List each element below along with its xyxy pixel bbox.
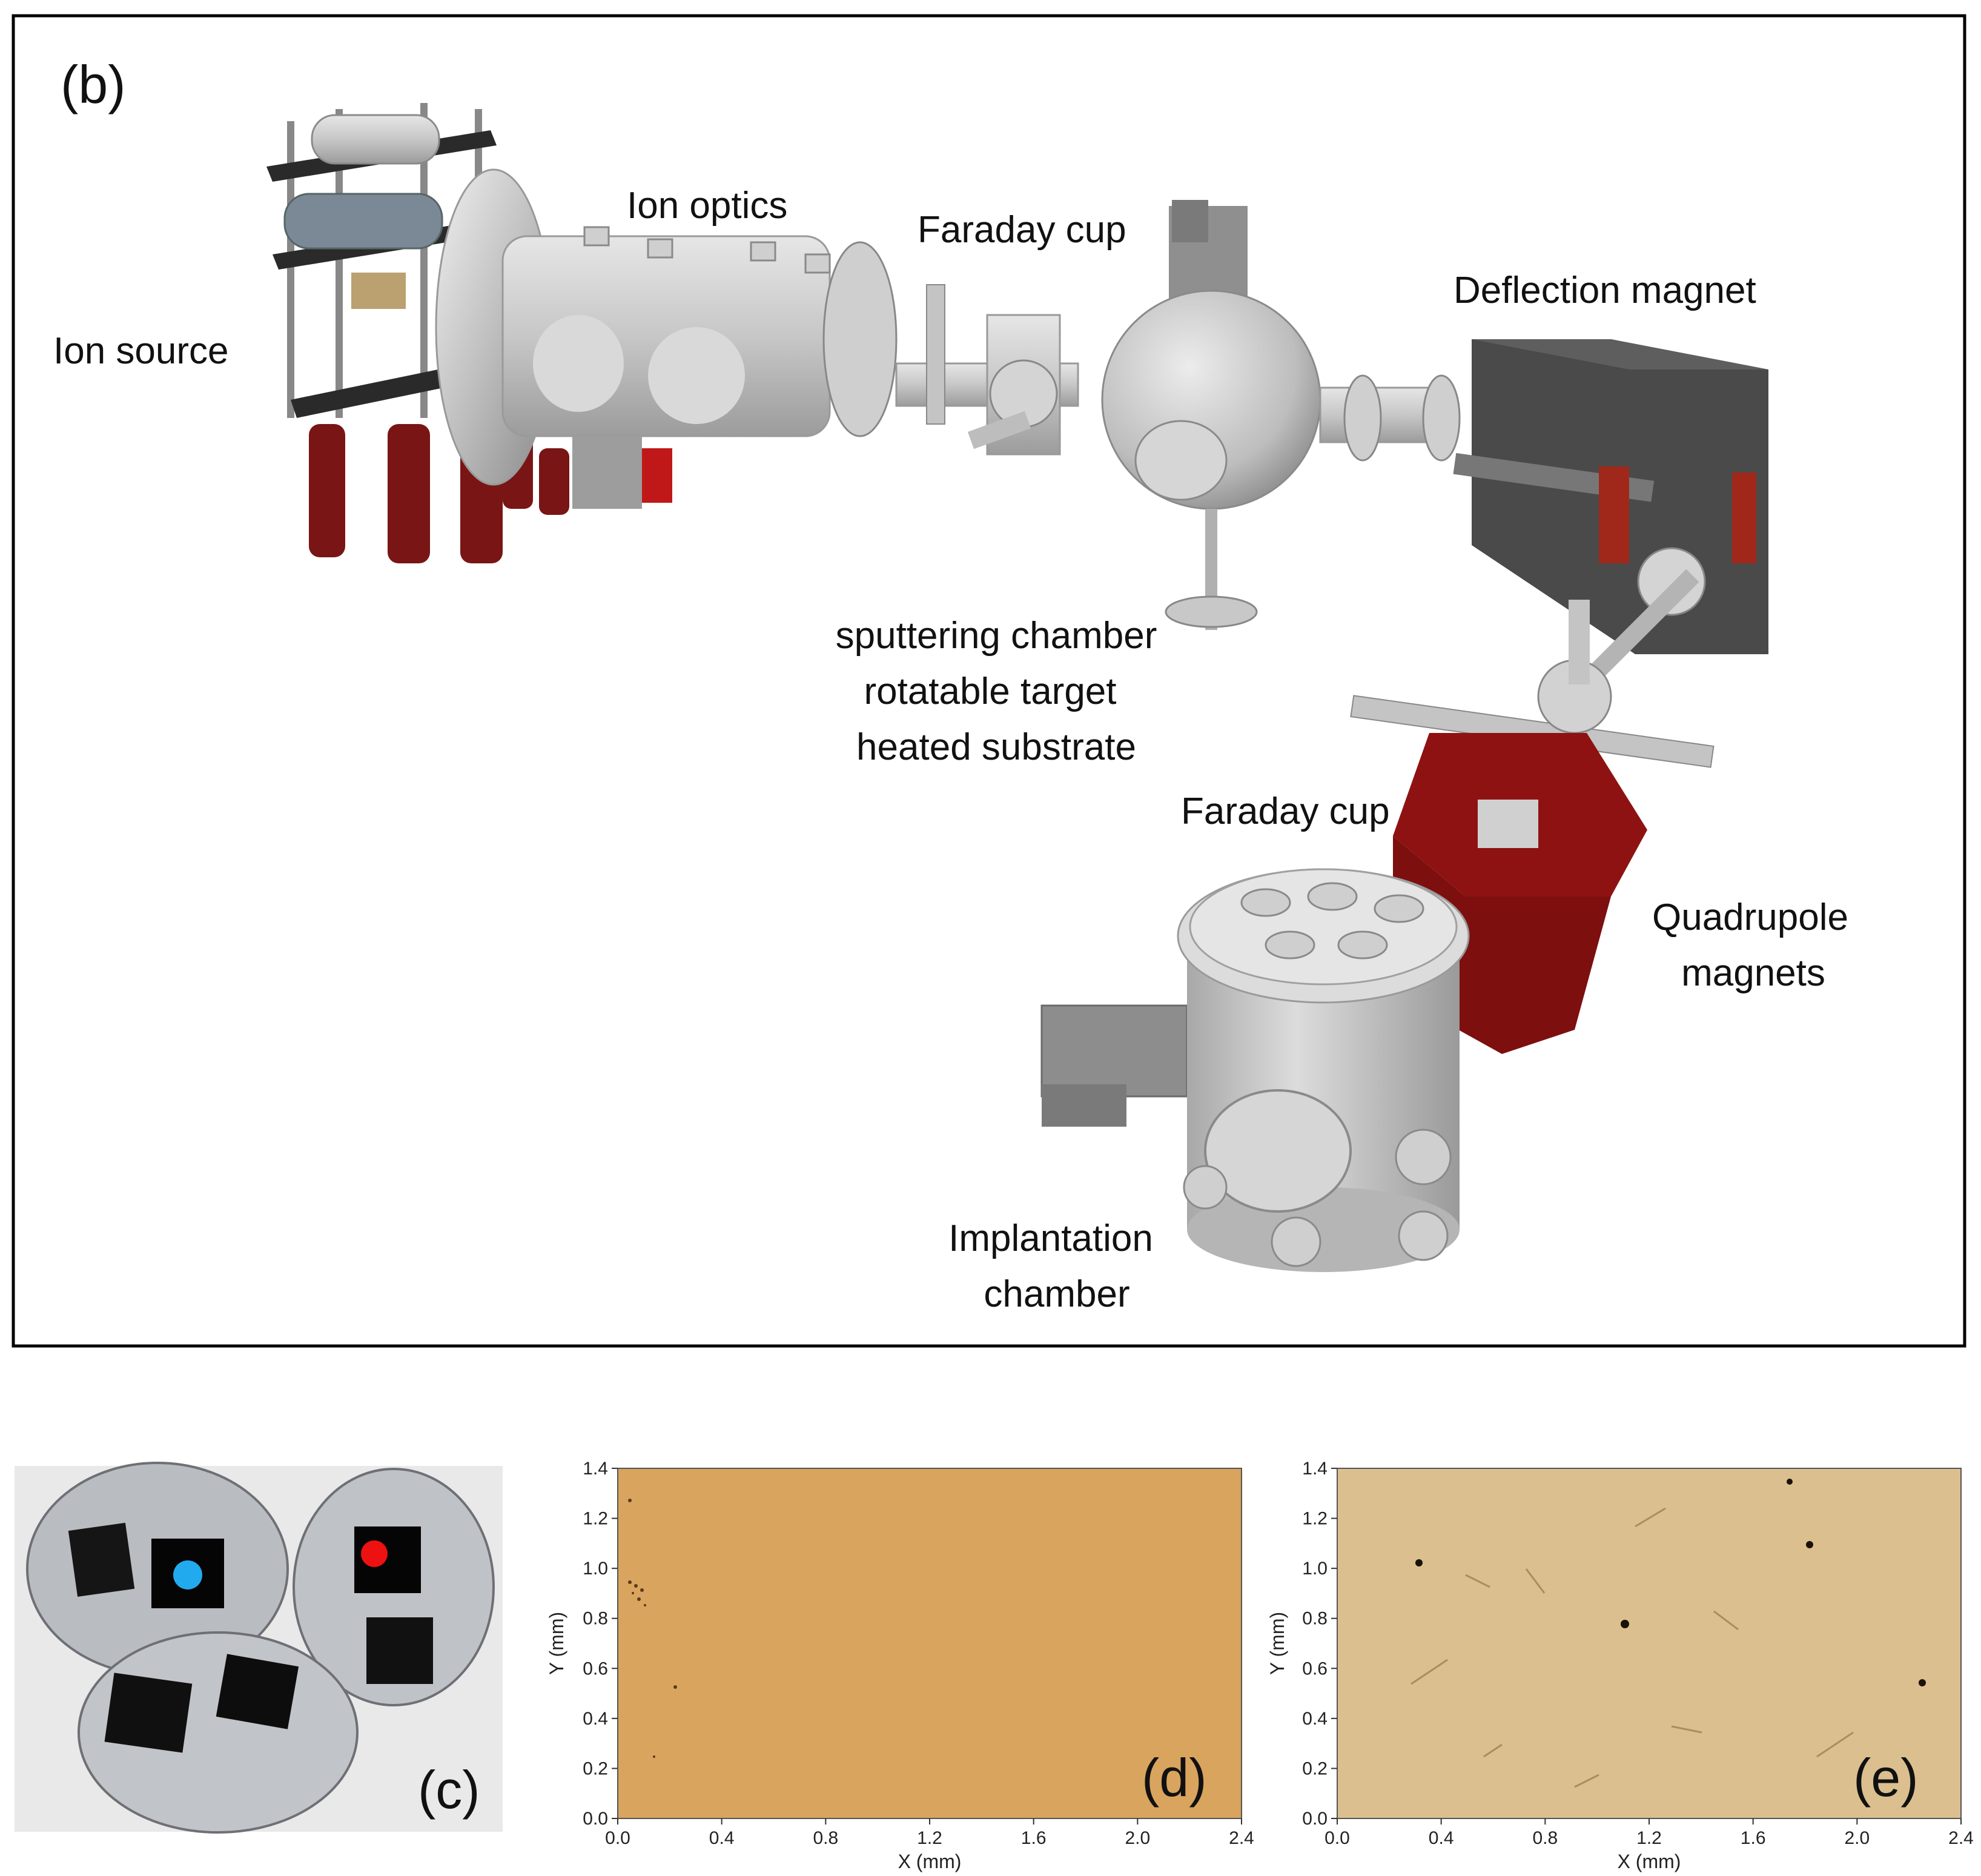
y-tick-label: 1.2 <box>583 1509 608 1529</box>
x-tick-label: 2.4 <box>1229 1828 1254 1848</box>
panel-b: (b) <box>12 14 1966 1348</box>
panel-e-tag: (e) <box>1853 1748 1919 1808</box>
panel-d-xlabel: X (mm) <box>898 1851 962 1872</box>
deflection-magnet-device <box>1453 339 1768 685</box>
y-tick-label: 0.4 <box>1302 1709 1328 1729</box>
panel-e: 0.0 0.2 0.4 0.6 0.8 1.0 1.2 1.4 0.0 0.4 0.8 1.2 1.6… <box>1266 1459 1974 1872</box>
label-ion-source: Ion source <box>53 330 229 372</box>
label-heated-substrate: heated substrate <box>856 726 1136 768</box>
x-tick-label: 0.4 <box>709 1828 735 1848</box>
label-magnets: magnets <box>1681 952 1825 994</box>
implantation-chamber-device <box>1040 868 1470 1272</box>
panel-d-x-axis: 0.0 0.4 0.8 1.2 1.6 2.0 2.4 <box>605 1818 1254 1848</box>
x-tick-label: 0.0 <box>1325 1828 1350 1848</box>
faraday-cup-1-device <box>895 284 1079 456</box>
y-tick-label: 0.8 <box>1302 1609 1328 1629</box>
y-tick-label: 1.0 <box>1302 1559 1328 1579</box>
x-tick-label: 0.8 <box>813 1828 838 1848</box>
panel-e-xlabel: X (mm) <box>1618 1851 1681 1872</box>
panel-c-tag: (c) <box>418 1760 480 1820</box>
sample-disc-3 <box>78 1631 359 1834</box>
x-tick-label: 2.0 <box>1125 1828 1150 1848</box>
panel-e-specks <box>1415 1479 1926 1686</box>
y-tick-label: 1.2 <box>1302 1509 1328 1529</box>
x-tick-label: 1.2 <box>1636 1828 1662 1848</box>
y-tick-label: 0.8 <box>583 1609 608 1629</box>
y-tick-label: 0.2 <box>1302 1758 1328 1778</box>
label-faraday-cup-2: Faraday cup <box>1181 791 1390 832</box>
y-tick-label: 1.0 <box>583 1559 608 1579</box>
label-rotatable-target: rotatable target <box>864 671 1116 712</box>
label-quadrupole: Quadrupole <box>1652 897 1848 938</box>
y-tick-label: 0.6 <box>583 1659 608 1679</box>
label-faraday-cup-1: Faraday cup <box>918 209 1126 251</box>
blue-marker-dot <box>173 1560 202 1589</box>
y-tick-label: 0.0 <box>583 1809 608 1829</box>
x-tick-label: 1.6 <box>1741 1828 1766 1848</box>
panel-e-image <box>1337 1468 1962 1819</box>
panel-e-y-axis: 0.0 0.2 0.4 0.6 0.8 1.0 1.2 1.4 <box>1302 1459 1337 1829</box>
panel-c: (c) <box>15 1462 503 1834</box>
sample-disc-1 <box>26 1462 289 1676</box>
label-sputtering-chamber: sputtering chamber <box>836 615 1157 657</box>
ion-optics-device <box>435 168 898 509</box>
x-tick-label: 0.0 <box>605 1828 630 1848</box>
y-tick-label: 0.2 <box>583 1758 608 1778</box>
panel-e-ylabel: Y (mm) <box>1266 1612 1288 1675</box>
x-tick-label: 2.4 <box>1948 1828 1974 1848</box>
sample-disc-2 <box>293 1468 495 1706</box>
panel-d-image <box>617 1468 1242 1819</box>
label-deflection-magnet: Deflection magnet <box>1454 270 1756 311</box>
panel-b-labels: Ion source Ion optics Faraday cup Deflec… <box>53 185 1848 1315</box>
panel-d-tag: (d) <box>1142 1748 1207 1808</box>
panel-d-ylabel: Y (mm) <box>546 1612 567 1675</box>
red-marker-dot <box>361 1540 388 1567</box>
x-tick-label: 0.8 <box>1532 1828 1558 1848</box>
label-implantation: Implantation <box>948 1218 1153 1259</box>
y-tick-label: 1.4 <box>583 1459 608 1479</box>
y-tick-label: 0.4 <box>583 1709 608 1729</box>
x-tick-label: 1.6 <box>1021 1828 1047 1848</box>
panel-e-x-axis: 0.0 0.4 0.8 1.2 1.6 2.0 2.4 <box>1325 1818 1974 1848</box>
faraday-cup-2-device <box>1350 600 1715 768</box>
x-tick-label: 0.4 <box>1429 1828 1454 1848</box>
panel-d-specks <box>628 1499 677 1758</box>
label-ion-optics: Ion optics <box>627 185 787 227</box>
y-tick-label: 1.4 <box>1302 1459 1328 1479</box>
label-chamber: chamber <box>984 1273 1129 1315</box>
panel-e-scratches <box>1411 1507 1854 1788</box>
panel-b-tag: (b) <box>61 55 126 114</box>
y-tick-label: 0.6 <box>1302 1659 1328 1679</box>
y-tick-label: 0.0 <box>1302 1809 1328 1829</box>
sputtering-chamber-device <box>1101 200 1461 630</box>
panel-d-y-axis: 0.0 0.2 0.4 0.6 0.8 1.0 1.2 1.4 <box>583 1459 618 1829</box>
panel-d: 0.0 0.2 0.4 0.6 0.8 1.0 1.2 1.4 0.0 0.4 0.8 1.2 1.6… <box>546 1459 1254 1872</box>
x-tick-label: 2.0 <box>1844 1828 1870 1848</box>
x-tick-label: 1.2 <box>917 1828 942 1848</box>
